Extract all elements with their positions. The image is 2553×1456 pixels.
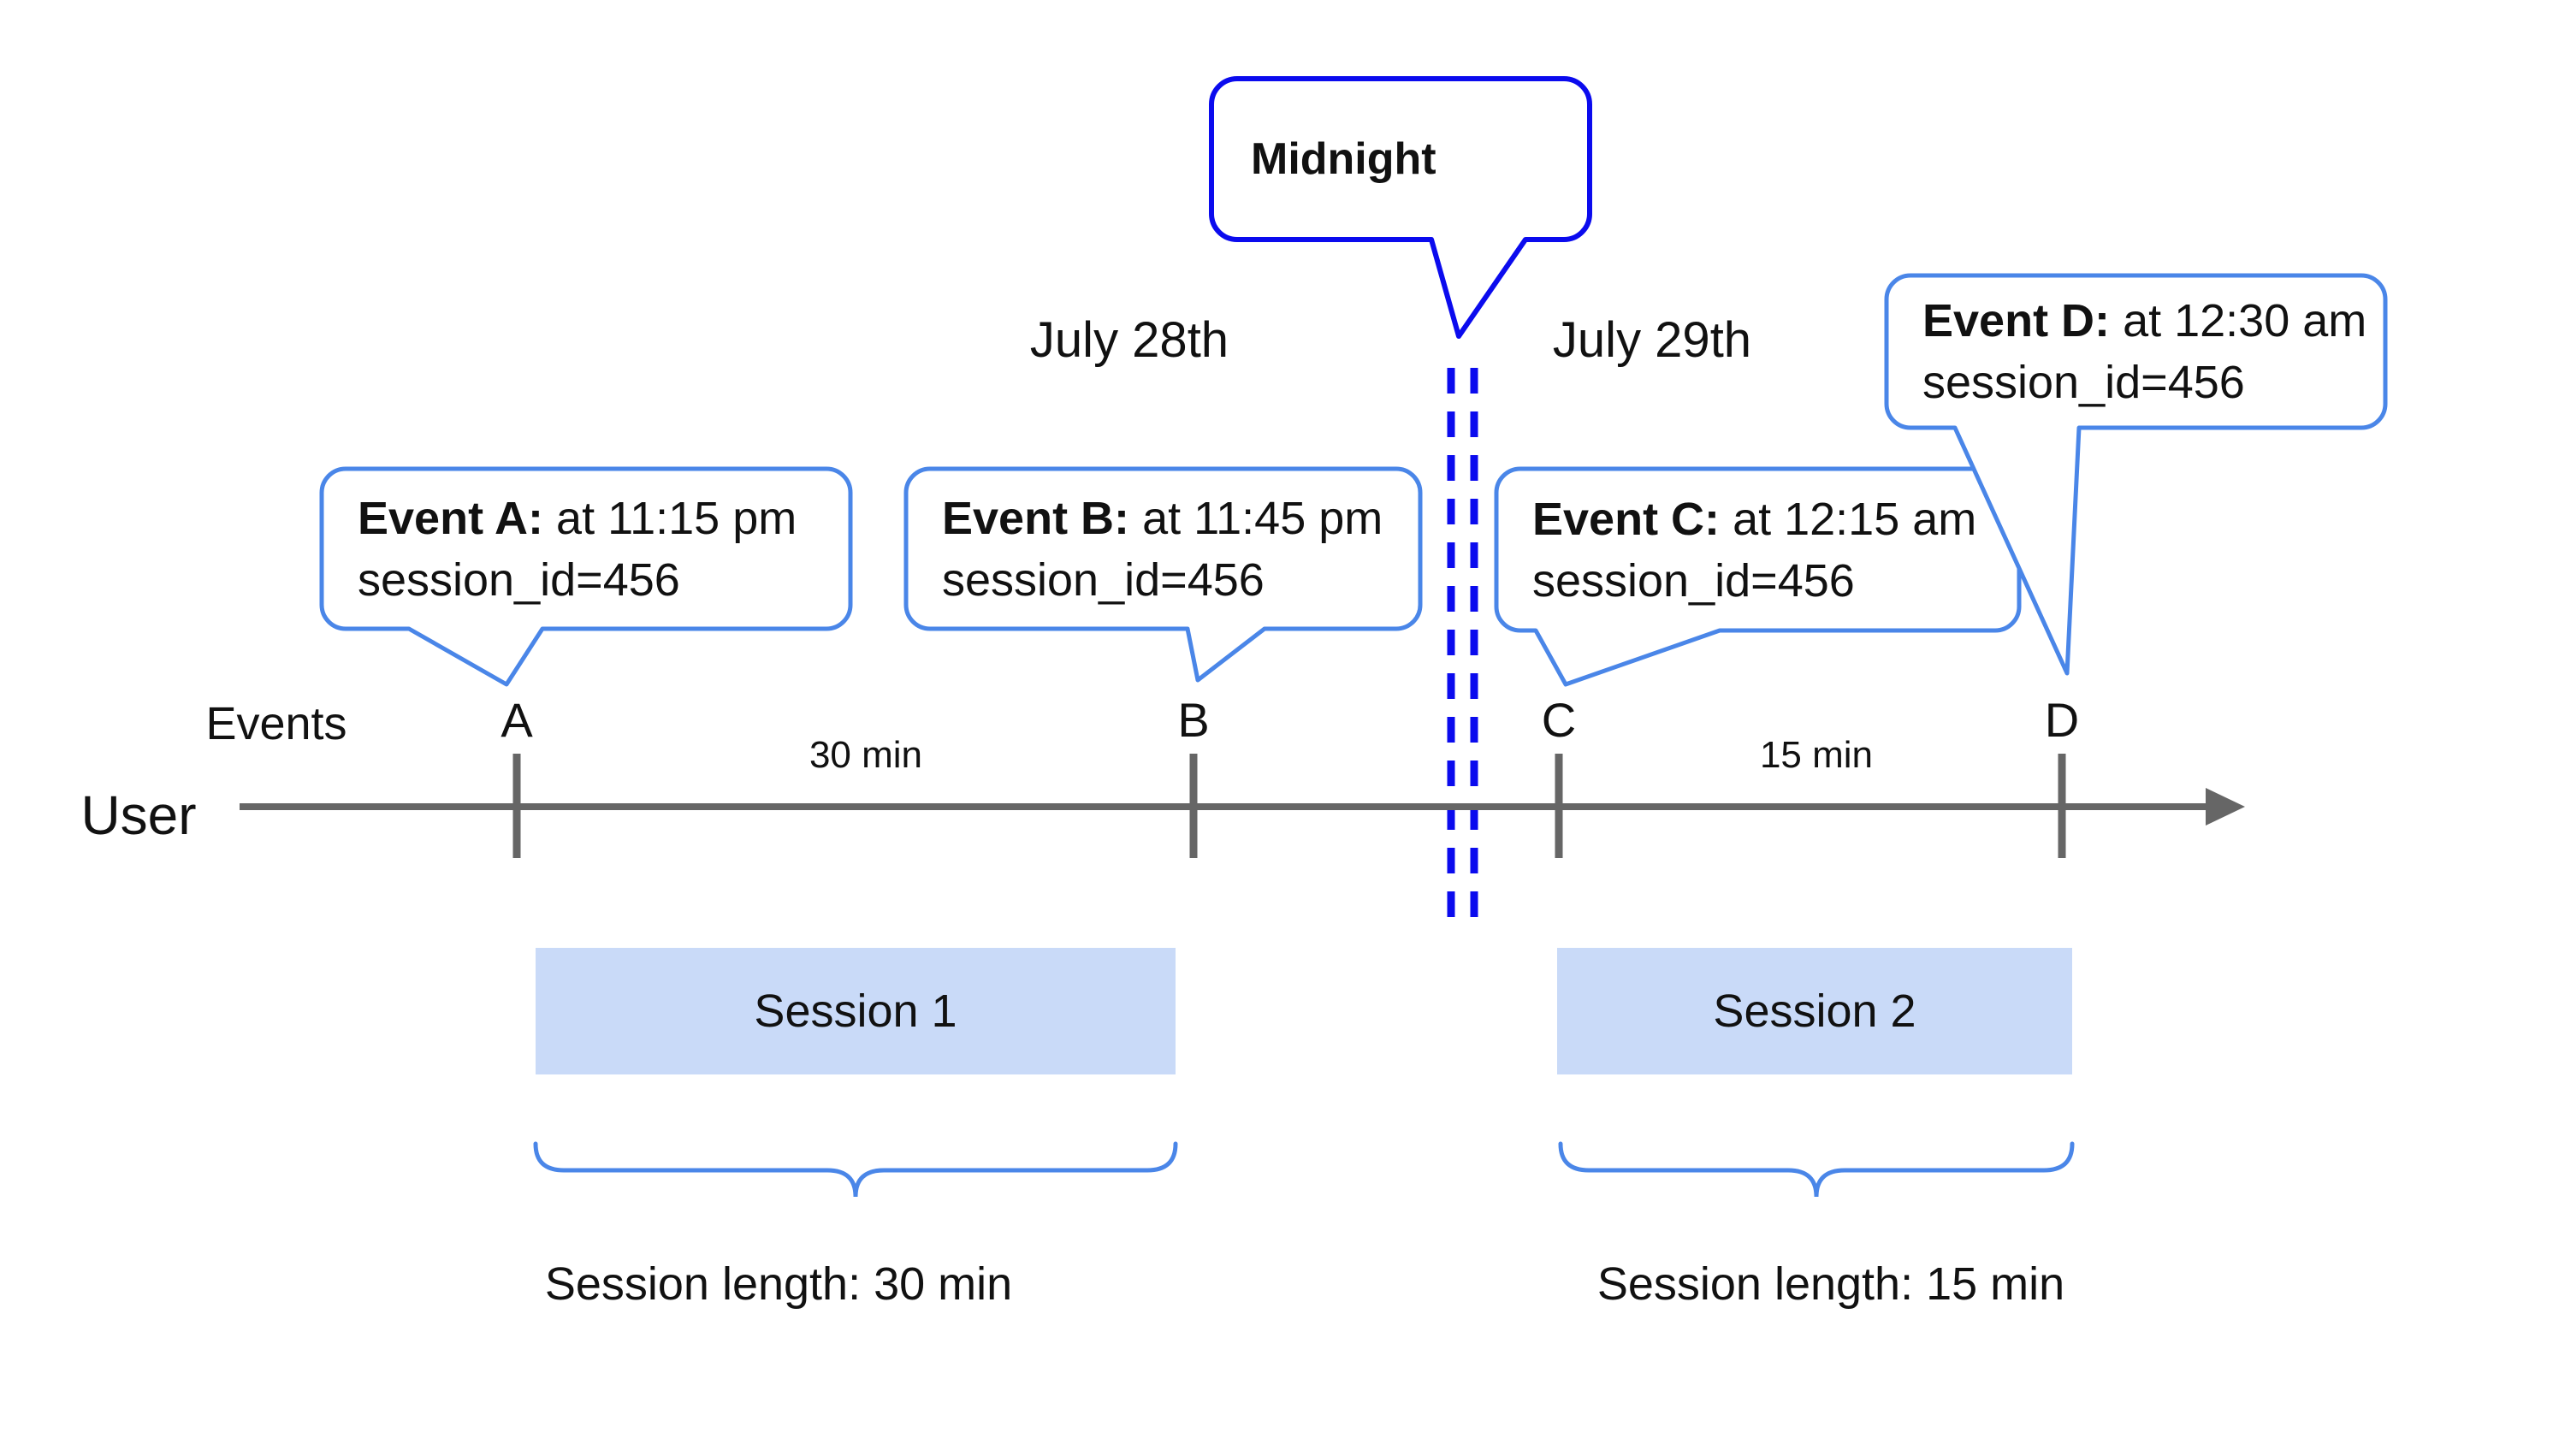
event-a-session-id: session_id=456	[358, 553, 680, 606]
event-b-callout: Event B: at 11:45 pm session_id=456	[906, 469, 1420, 629]
event-c-callout: Event C: at 12:15 am session_id=456	[1496, 469, 2019, 630]
tick-label-a: A	[501, 692, 533, 747]
event-c-title: Event C: at 12:15 am	[1532, 493, 1977, 545]
session-1-brace	[533, 1141, 1178, 1198]
event-d-callout-shape	[1884, 273, 2388, 676]
event-a-callout-shape	[319, 466, 853, 687]
session-2-brace	[1558, 1141, 2075, 1198]
midnight-callout-label: Midnight	[1251, 134, 1436, 184]
event-c-session-id: session_id=456	[1532, 554, 1855, 607]
tick-label-b: B	[1177, 692, 1210, 747]
session-1-length-label: Session length: 30 min	[544, 1258, 1013, 1310]
events-row-label: Events	[205, 698, 347, 749]
midnight-callout-shape	[1209, 76, 1592, 339]
tick-label-c: C	[1541, 692, 1577, 747]
date-label-july-29: July 29th	[1552, 311, 1752, 368]
interval-label-15-min: 15 min	[1759, 734, 1874, 776]
axis-arrowhead	[2206, 788, 2245, 826]
event-a-title: Event A: at 11:15 pm	[358, 492, 797, 544]
event-d-session-id: session_id=456	[1922, 357, 2245, 408]
session-2-box: Session 2	[1557, 948, 2072, 1074]
tick-label-d: D	[2044, 692, 2080, 747]
date-label-july-28: July 28th	[1029, 311, 1229, 368]
event-b-callout-shape	[903, 466, 1423, 683]
user-row-label: User	[80, 784, 197, 846]
event-d-callout: Event D: at 12:30 am session_id=456	[1887, 275, 2385, 428]
session-2-length-label: Session length: 15 min	[1596, 1258, 2065, 1310]
event-b-session-id: session_id=456	[942, 553, 1265, 606]
interval-label-30-min: 30 min	[809, 734, 923, 776]
event-b-title: Event B: at 11:45 pm	[942, 492, 1383, 544]
session-1-box: Session 1	[536, 948, 1176, 1074]
event-a-callout: Event A: at 11:15 pm session_id=456	[322, 469, 850, 629]
event-d-title: Event D: at 12:30 am	[1922, 295, 2367, 346]
